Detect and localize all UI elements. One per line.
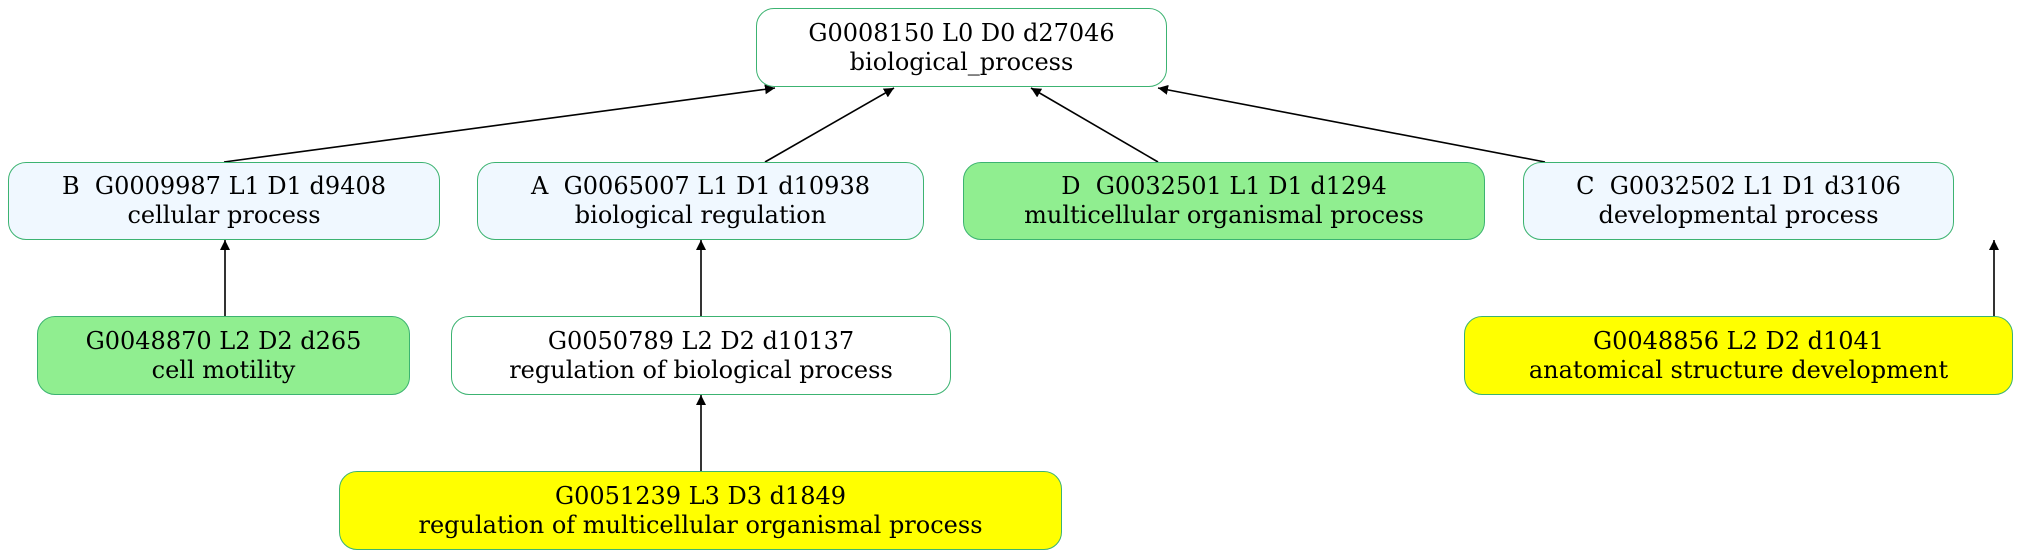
edge-c-to-root (1157, 84, 1546, 163)
node-cellular-process: B G0009987 L1 D1 d9408 cellular process (8, 162, 440, 240)
node-b-label: cellular process (127, 201, 321, 229)
node-motility-id: G0048870 L2 D2 d265 (85, 326, 362, 355)
node-root-label: biological_process (849, 47, 1074, 76)
node-root-id: G0008150 L0 D0 d27046 (808, 18, 1115, 47)
node-regmulti-id: G0051239 L3 D3 d1849 (554, 481, 847, 510)
node-anatomical-structure-development: G0048856 L2 D2 d1041 anatomical structur… (1464, 316, 2013, 395)
node-b-id: B G0009987 L1 D1 d9408 (62, 172, 386, 200)
node-regulation-of-biological-process: G0050789 L2 D2 d10137 regulation of biol… (451, 316, 951, 395)
edge-d-to-root (1030, 87, 1159, 163)
node-a-label: biological regulation (574, 201, 827, 229)
node-anatomical-id: G0048856 L2 D2 d1041 (1592, 326, 1885, 355)
node-c-label: developmental process (1598, 201, 1879, 229)
node-a-id: A G0065007 L1 D1 d10938 (531, 172, 870, 200)
node-multicellular-organismal-process: D G0032501 L1 D1 d1294 multicellular org… (963, 162, 1485, 240)
node-biological-regulation: A G0065007 L1 D1 d10938 biological regul… (477, 162, 924, 240)
node-developmental-process: C G0032502 L1 D1 d3106 developmental pro… (1523, 162, 1954, 240)
node-d-label: multicellular organismal process (1024, 201, 1424, 229)
node-regbio-id: G0050789 L2 D2 d10137 (547, 326, 855, 355)
node-motility-label: cell motility (151, 355, 296, 384)
node-d-id: D G0032501 L1 D1 d1294 (1061, 172, 1387, 200)
node-c-id: C G0032502 L1 D1 d3106 (1576, 172, 1901, 200)
edge-b-to-root (223, 84, 776, 163)
node-regmulti-label: regulation of multicellular organismal p… (418, 510, 983, 539)
node-biological-process: G0008150 L0 D0 d27046 biological_process (756, 8, 1167, 87)
node-cell-motility: G0048870 L2 D2 d265 cell motility (37, 316, 410, 395)
edge-a-to-root (764, 87, 895, 163)
node-anatomical-label: anatomical structure development (1528, 355, 1949, 384)
node-regulation-of-multicellular-organismal-process: G0051239 L3 D3 d1849 regulation of multi… (339, 471, 1062, 550)
node-regbio-label: regulation of biological process (509, 355, 893, 384)
